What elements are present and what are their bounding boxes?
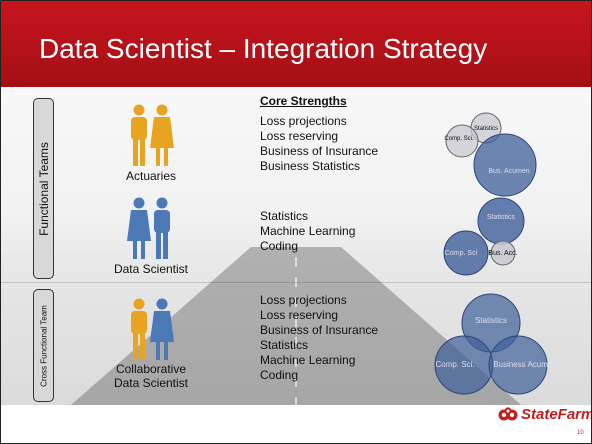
collaborative-label: Collaborative Data Scientist [91,362,211,390]
list-item: Machine Learning [260,353,356,367]
list-item: Business of Insurance [260,323,379,337]
list-item: Business Statistics [260,159,361,173]
section-divider [1,282,591,283]
actuaries-label-text: Actuaries [125,169,177,183]
data-scientist-label-text: Data Scientist [113,262,189,276]
venn-3-a-label: Statistics [475,316,507,325]
road-background [71,247,521,405]
venn-2-c-label: Bus. Acc. [488,250,517,257]
venn-1-a-label: Statistics [474,126,498,132]
list-item: Loss reserving [260,129,339,143]
venn-2-b-label: Comp. Sci [445,250,478,257]
statefarm-logo: StateFarm [497,406,592,423]
venn-3-c-label: Business Acumen [493,360,557,369]
venn-3-b-label: Comp. Sci. [435,360,474,369]
slide-title: Data Scientist – Integration Strategy [39,33,488,64]
core-strengths-heading: Core Strengths [260,94,347,108]
list-item: Coding [260,368,299,382]
cross-functional-label: Cross Functional Team [39,304,48,387]
statefarm-logo-text: StateFarm [521,406,592,423]
collaborative-label-line-2: Data Scientist [113,376,189,390]
cross-functional-tab: Cross Functional Team [33,289,54,402]
data-scientist-venn-diagram: Statistics Comp. Sci Bus. Acc. [443,197,525,276]
list-item: Loss reserving [260,308,339,322]
actuaries-venn-diagram: Statistics Comp. Sci. Bus. Acumen [444,112,537,197]
list-item: Machine Learning [260,224,356,238]
data-scientist-people-icon [127,197,170,259]
actuaries-people-icon [131,104,174,166]
list-item: Statistics [260,338,309,352]
statefarm-rings-icon [498,406,518,420]
collaborative-venn-diagram: Statistics Comp. Sci. Business Acumen [434,293,557,395]
venn-2-a-label: Statistics [487,214,516,221]
footer [1,405,591,443]
collaborative-label-line-1: Collaborative [115,362,187,376]
list-item: Loss projections [260,293,347,307]
actuaries-strengths-list: Loss projections Loss reserving Business… [260,114,378,174]
list-item: Business of Insurance [260,144,379,158]
data-scientist-label: Data Scientist [101,262,201,276]
list-item: Loss projections [260,114,347,128]
actuaries-label: Actuaries [116,169,186,183]
page-number: 10 [577,430,584,436]
collaborative-strengths-list: Loss projections Loss reserving Business… [260,293,378,383]
venn-1-c-label: Bus. Acumen [488,168,529,175]
venn-1-b-label: Comp. Sci. [444,136,474,142]
data-scientist-strengths-list: Statistics Machine Learning Coding [260,209,355,254]
collaborative-people-icon [131,298,174,360]
title-bar: Data Scientist – Integration Strategy [1,1,591,87]
list-item: Coding [260,239,299,253]
list-item: Statistics [260,209,309,223]
functional-teams-tab: Functional Teams [33,98,54,279]
functional-teams-label: Functional Teams [36,141,51,236]
